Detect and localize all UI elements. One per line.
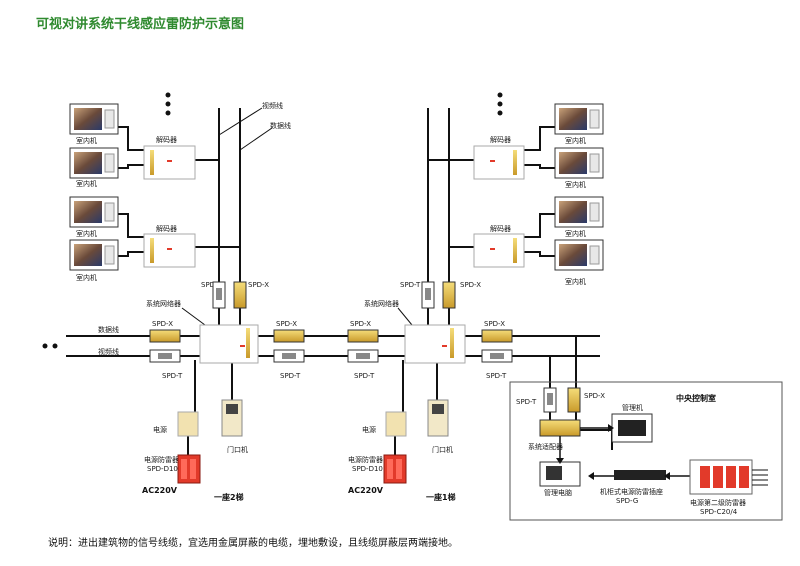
building-1-ground: 电源 门口机 电源防雷器 SPD-D10 AC220V 一座1梯 [348, 399, 456, 502]
svg-text:机柜式电源防雷插座: 机柜式电源防雷插座 [600, 487, 663, 496]
spd-x: SPD-X [149, 320, 181, 343]
svg-text:系统网络器: 系统网络器 [146, 299, 181, 308]
svg-text:SPD-X: SPD-X [248, 281, 269, 289]
svg-text:电源防雷器: 电源防雷器 [144, 455, 179, 464]
indoor-unit: 室内机 [554, 103, 604, 145]
indoor-unit: 室内机 [554, 196, 604, 238]
svg-text:SPD-D10: SPD-D10 [352, 465, 383, 473]
spd-x: SPD-X [347, 320, 379, 343]
svg-text:SPD-T: SPD-T [516, 398, 537, 406]
svg-text:SPD-X: SPD-X [152, 320, 173, 328]
spd-t: SPD-T [149, 349, 183, 380]
svg-text:系统适配器: 系统适配器 [528, 442, 563, 451]
indoor-unit: 室内机 [554, 239, 604, 286]
svg-text:SPD-T: SPD-T [280, 372, 301, 380]
network-devices: 系统网络器 系统网络器 [146, 299, 466, 364]
video-line-label: 视频线 [262, 101, 283, 110]
svg-text:解码器: 解码器 [156, 135, 177, 144]
svg-text:室内机: 室内机 [565, 180, 586, 189]
svg-text:电源: 电源 [362, 425, 376, 434]
svg-text:SPD-X: SPD-X [460, 281, 481, 289]
line-callouts: 视频线 数据线 数据线 视频线 [98, 101, 291, 356]
svg-text:SPD-T: SPD-T [201, 281, 222, 289]
spd-x: SPD-X [273, 320, 305, 343]
riser-spds: SPD-T SPD-X SPD-T SPD-X [201, 281, 481, 309]
spd-t: SPD-T [481, 349, 513, 380]
continuation-dots [42, 92, 503, 349]
decoder: 解码器 [143, 224, 196, 268]
svg-text:SPD-X: SPD-X [350, 320, 371, 328]
svg-text:SPD-G: SPD-G [616, 497, 638, 505]
svg-text:门口机: 门口机 [227, 445, 248, 454]
svg-text:管理机: 管理机 [622, 403, 643, 412]
svg-text:室内机: 室内机 [76, 179, 97, 188]
spd-x: SPD-X [481, 320, 513, 343]
svg-text:SPD-T: SPD-T [400, 281, 421, 289]
svg-text:电源防雷器: 电源防雷器 [348, 455, 383, 464]
video-line-left-label: 视频线 [98, 347, 119, 356]
control-room: 中央控制室 SPD-T SPD-X 系统适配器 管理机 管理电脑 机柜式电源防雷… [509, 381, 783, 521]
svg-text:系统网络器: 系统网络器 [364, 299, 399, 308]
indoor-unit: 室内机 [554, 147, 604, 189]
svg-text:SPD-T: SPD-T [486, 372, 507, 380]
data-line-label: 数据线 [270, 121, 291, 130]
svg-text:SPD-T: SPD-T [162, 372, 183, 380]
svg-text:室内机: 室内机 [565, 229, 586, 238]
svg-text:电源: 电源 [153, 425, 167, 434]
data-line-left-label: 数据线 [98, 325, 119, 334]
svg-text:SPD-X: SPD-X [484, 320, 505, 328]
footnote: 说明：进出建筑物的信号线缆，宜选用金属屏蔽的电缆，埋地敷设，且线缆屏蔽层两端接地… [48, 536, 458, 549]
svg-text:一座2梯: 一座2梯 [214, 492, 244, 502]
svg-text:SPD-X: SPD-X [276, 320, 297, 328]
building-2-ground: 电源 门口机 电源防雷器 SPD-D10 AC220V 一座2梯 [142, 399, 248, 502]
svg-text:室内机: 室内机 [565, 136, 586, 145]
indoor-units: 室内机 室内机 室内机 室内机 室内机 室内机 室内机 室内机 [69, 103, 604, 286]
svg-text:SPD-T: SPD-T [354, 372, 375, 380]
spd-t: SPD-T [347, 349, 379, 380]
spd-t: SPD-T [273, 349, 305, 380]
svg-text:室内机: 室内机 [76, 136, 97, 145]
svg-text:电源第二级防雷器: 电源第二级防雷器 [690, 498, 746, 507]
decoder: 解码器 [143, 135, 196, 180]
svg-text:中央控制室: 中央控制室 [676, 393, 716, 403]
indoor-unit: 室内机 [69, 196, 119, 238]
svg-text:室内机: 室内机 [565, 277, 586, 286]
svg-text:门口机: 门口机 [432, 445, 453, 454]
decoder: 解码器 [473, 135, 525, 180]
svg-text:AC220V: AC220V [142, 486, 178, 495]
indoor-unit: 室内机 [69, 103, 119, 145]
svg-text:AC220V: AC220V [348, 486, 384, 495]
svg-text:SPD-C20/4: SPD-C20/4 [700, 508, 738, 516]
svg-text:一座1梯: 一座1梯 [426, 492, 456, 502]
trunk-spds: SPD-X SPD-T SPD-X SPD-T SPD-X SPD-T SPD-… [149, 320, 513, 380]
svg-text:解码器: 解码器 [156, 224, 177, 233]
svg-text:室内机: 室内机 [76, 229, 97, 238]
indoor-unit: 室内机 [69, 239, 119, 282]
svg-text:SPD-D10: SPD-D10 [147, 465, 178, 473]
svg-text:解码器: 解码器 [490, 135, 511, 144]
decoders: 解码器 解码器 解码器 解码器 [143, 135, 525, 268]
indoor-unit: 室内机 [69, 147, 119, 188]
svg-text:管理电脑: 管理电脑 [544, 488, 572, 497]
decoder: 解码器 [473, 224, 525, 268]
svg-text:解码器: 解码器 [490, 224, 511, 233]
svg-text:SPD-X: SPD-X [584, 392, 605, 400]
page-title: 可视对讲系统干线感应雷防护示意图 [36, 16, 244, 32]
svg-text:室内机: 室内机 [76, 273, 97, 282]
